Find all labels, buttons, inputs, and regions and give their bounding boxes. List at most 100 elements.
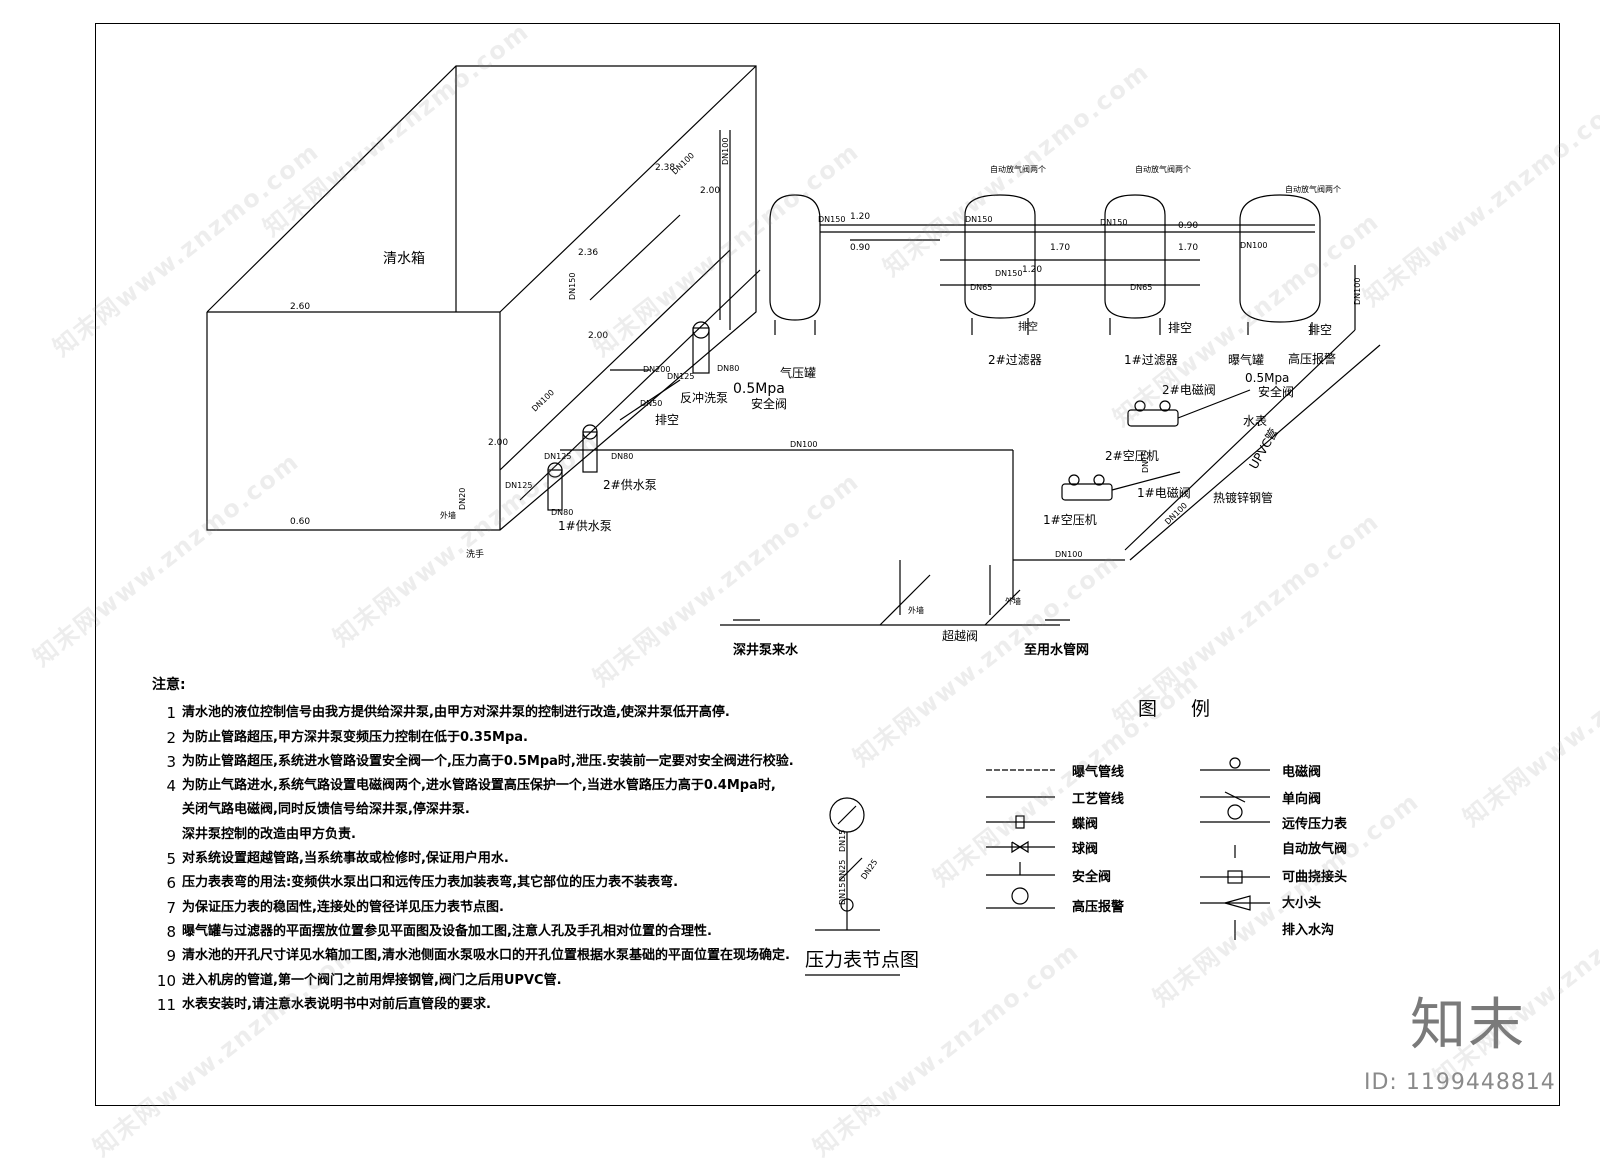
filter-1-vessel [1080, 194, 1200, 335]
dn-label: DN150 [965, 215, 992, 224]
note-text: 为保证压力表的稳固性,连接处的管径详见压力表节点图. [182, 899, 504, 915]
dn-label: DN100 [1353, 278, 1362, 305]
note-text: 为防止气路进水,系统气路设置电磁阀两个,进水管路设置高压保护一个,当进水管路压力… [182, 778, 776, 794]
note-number: 9 [166, 947, 176, 966]
pressure-tank [769, 194, 821, 335]
note-text: 清水池的开孔尺寸详见水箱加工图,清水池侧面水泵吸水口的开孔位置根据水泵基础的平面… [182, 948, 790, 964]
note-item: 11 水表安装时,请注意水表说明书中对前后直管段的要求. [152, 993, 802, 1017]
brand-logo: 知末 [1410, 993, 1526, 1058]
note-item: 3 为防止管路超压,系统进水管路设置安全阀一个,压力高于0.5Mpa时,泄压.安装… [152, 750, 802, 774]
dn-label: DN65 [970, 283, 992, 292]
level-2-00b: 2.00 [588, 331, 608, 341]
gauge-node-dn: DN25 [838, 860, 847, 882]
note-number: 10 [156, 971, 176, 990]
level-0-60: 0.60 [290, 517, 310, 527]
label-tank: 清水箱 [383, 251, 425, 267]
gauge-node-title: 压力表节点图 [805, 949, 919, 971]
note-number: 7 [166, 898, 176, 917]
note-text: 水表安装时,请注意水表说明书中对前后直管段的要求. [182, 996, 491, 1012]
id-label: ID: 1199448814 [1364, 1070, 1556, 1095]
dn-label: DN15 [1141, 451, 1150, 473]
legend-item-high-pressure-alarm: 高压报警 [1072, 900, 1125, 915]
supply-pump-2 [582, 424, 598, 473]
dn-label: DN100 [1240, 241, 1267, 250]
label-vent-2: 排空 [1018, 320, 1038, 333]
note-text: 为防止管路超压,系统进水管路设置安全阀一个,压力高于0.5Mpa时,泄压.安装前… [182, 753, 794, 769]
label-auto-vent-1: 自动放气阀两个 [990, 164, 1046, 174]
level-2-00: 2.00 [700, 186, 720, 196]
gauge-node-dn: DN15 [838, 830, 847, 852]
legend-item-drain: 排入水沟 [1282, 923, 1335, 938]
label-to-network: 至用水管网 [1024, 642, 1089, 658]
dn-label: DN150 [818, 215, 845, 224]
label-filter-2: 2#过滤器 [988, 353, 1042, 367]
note-item: 深井泵控制的改造由甲方负责. [182, 826, 356, 842]
label-filter-1: 1#过滤器 [1124, 353, 1178, 367]
label-high-pressure-alarm: 高压报警 [1288, 351, 1336, 366]
label-vent-4: 排空 [1308, 323, 1332, 337]
note-item: 9 清水池的开孔尺寸详见水箱加工图,清水池侧面水泵吸水口的开孔位置根据水泵基础的平… [152, 944, 802, 968]
level-0-90b: 0.90 [1178, 221, 1198, 231]
dn-label: DN125 [544, 452, 571, 461]
note-text: 对系统设置超越管路,当系统事故或检修时,保证用户用水. [182, 851, 509, 867]
level-2-60: 2.60 [290, 302, 310, 312]
level-0-90: 0.90 [850, 243, 870, 253]
dn-label: DN50 [640, 399, 662, 408]
note-number: 11 [156, 995, 176, 1014]
dn-label: DN20 [458, 488, 467, 510]
dn-label: DN80 [551, 508, 573, 517]
level-1-70b: 1.70 [1178, 243, 1198, 253]
label-solenoid-2: 2#电磁阀 [1162, 382, 1216, 397]
label-compressor-1: 1#空压机 [1043, 513, 1097, 527]
notes-title: 注意: [152, 677, 186, 693]
note-number: 3 [166, 752, 176, 771]
legend-item-remote-gauge: 远传压力表 [1282, 817, 1348, 832]
label-wall-3: 外墙 [1005, 596, 1021, 606]
legend-item-ball-valve: 球阀 [1072, 842, 1099, 857]
supply-pump-1 [547, 462, 563, 511]
level-2-38: 2.38 [655, 163, 675, 173]
note-number: 1 [166, 704, 176, 723]
label-well-inlet: 深井泵来水 [733, 642, 799, 658]
label-vent-1: 排空 [655, 413, 679, 427]
supply-main-pipe [499, 130, 1014, 600]
label-pressure-value: 0.5Mpa [733, 381, 785, 397]
pipeline-schematic: 清水箱 反冲洗泵 2#供水泵 1#供水泵 气压罐 0.5Mpa 安全阀 2#过滤… [206, 65, 1381, 976]
dn-label: DN125 [505, 481, 532, 490]
drawing-frame [95, 23, 1560, 1106]
gauge-node-dn: DN25 [859, 858, 879, 881]
label-pressure-tank: 气压罐 [780, 365, 816, 380]
level-1-20b: 1.20 [1022, 265, 1042, 275]
label-vent-3: 排空 [1168, 321, 1192, 335]
legend-item-flexible-joint: 可曲挠接头 [1282, 870, 1348, 885]
dn-label: DN65 [1130, 283, 1152, 292]
compressor-2 [1127, 389, 1251, 427]
label-safety-valve: 安全阀 [751, 396, 787, 411]
gauge-node-drawing [815, 797, 880, 931]
label-backwash-pump: 反冲洗泵 [680, 390, 728, 405]
level-2-36: 2.36 [578, 248, 598, 258]
dn-label: DN80 [717, 364, 739, 373]
dn-label: DN150 [995, 269, 1022, 278]
label-pressure-value-2: 0.5Mpa [1245, 371, 1289, 385]
level-1-70: 1.70 [1050, 243, 1070, 253]
legend-symbols [986, 757, 1270, 940]
legend-item-safety-valve: 安全阀 [1072, 870, 1112, 885]
level-1-20: 1.20 [850, 212, 870, 222]
dn-label: DN100 [721, 138, 730, 165]
dn-label: DN100 [1163, 501, 1189, 527]
dn-label: DN125 [667, 372, 694, 381]
clear-water-tank [206, 65, 757, 531]
label-supply-pump-2: 2#供水泵 [603, 478, 657, 492]
dn-label: DN150 [568, 273, 577, 300]
note-item: 7 为保证压力表的稳固性,连接处的管径详见压力表节点图. [152, 896, 802, 920]
dn-label: DN80 [611, 452, 633, 461]
label-compressor-2: 2#空压机 [1105, 449, 1159, 463]
label-solenoid-1: 1#电磁阀 [1137, 485, 1191, 500]
